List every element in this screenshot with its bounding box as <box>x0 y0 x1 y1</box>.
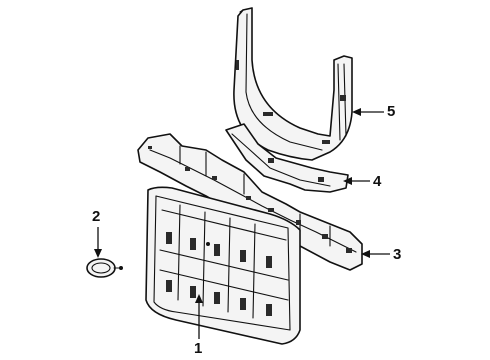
callout-3: 3 <box>361 246 401 263</box>
callout-2: 2 <box>92 208 102 258</box>
part-3-crossmember <box>137 133 363 271</box>
svg-text:2: 2 <box>92 208 100 225</box>
part-2-emblem <box>86 258 123 278</box>
part-1-grille <box>145 186 301 345</box>
svg-text:3: 3 <box>393 246 401 263</box>
svg-text:1: 1 <box>194 340 202 357</box>
svg-text:4: 4 <box>373 173 382 190</box>
callout-4: 4 <box>343 173 382 190</box>
callout-5: 5 <box>352 103 395 120</box>
callout-1: 1 <box>194 294 203 357</box>
svg-text:5: 5 <box>387 103 395 120</box>
